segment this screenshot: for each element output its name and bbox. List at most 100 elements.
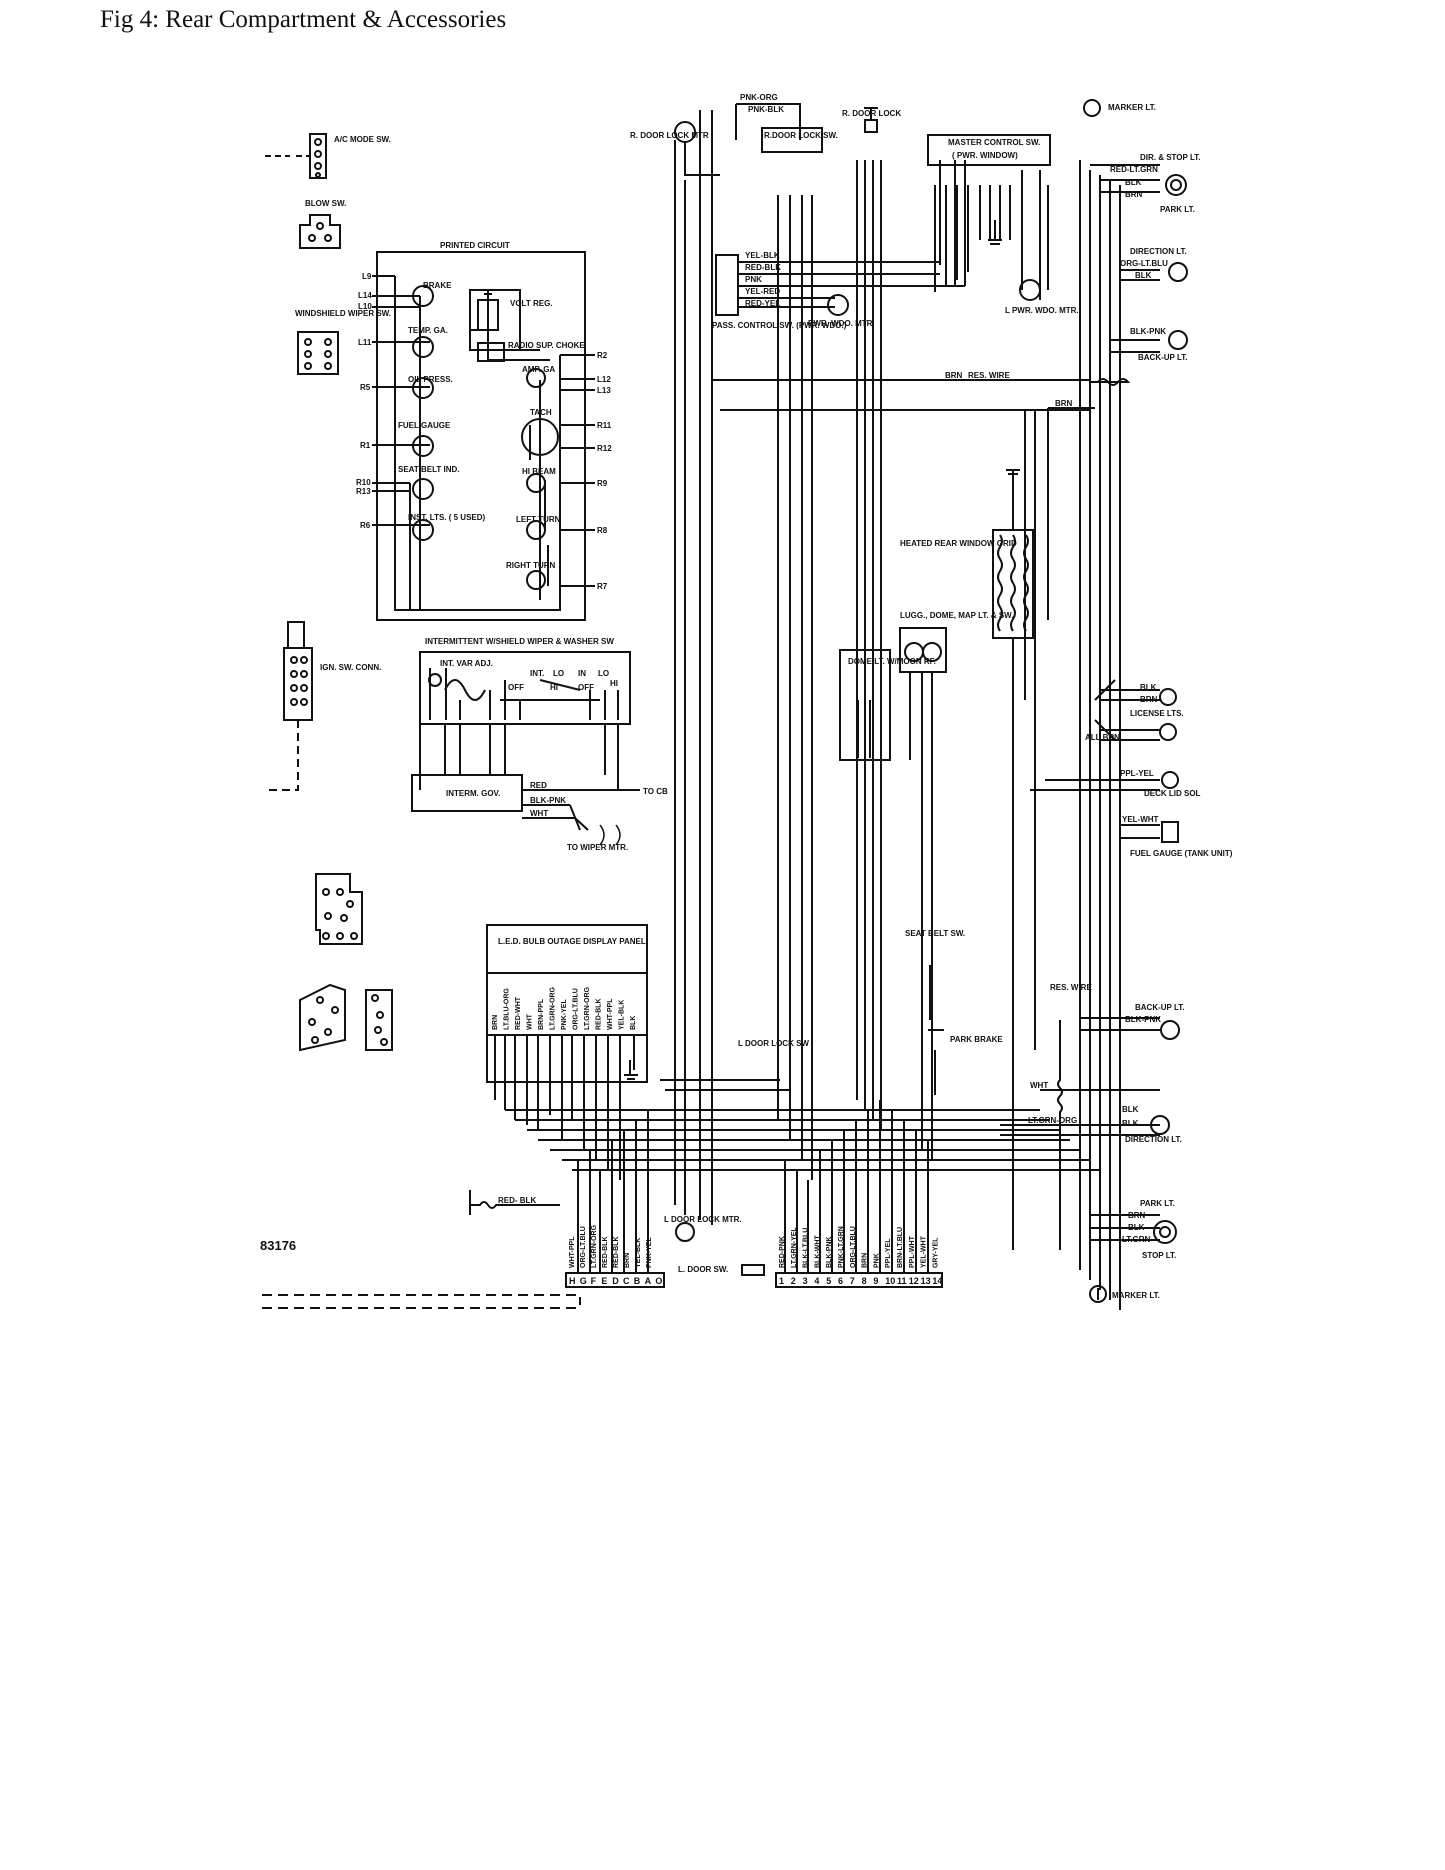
label-interm-gov: INTERM. GOV. xyxy=(446,789,500,798)
wire-yel-red-pass: YEL-RED xyxy=(745,287,780,296)
label-amp-ga: AMP. GA xyxy=(522,365,555,374)
label-to-cb: TO CB xyxy=(643,787,668,796)
label-park-lt-lower: PARK LT. xyxy=(1140,1199,1175,1208)
wire-label: BLK-PNK xyxy=(826,1237,833,1269)
ign-switch-connector xyxy=(265,621,313,791)
blow-switch xyxy=(299,214,341,249)
pin-l13: L13 xyxy=(597,386,611,395)
wire-label: RED-BLK xyxy=(596,999,603,1031)
label-dome-lt: DOME LT. W/MOON RF. xyxy=(848,657,936,666)
label-sw-off2: OFF xyxy=(578,683,594,692)
label-license-lts: LICENSE LTS. xyxy=(1130,709,1184,718)
wire-label: RED-WHT xyxy=(515,996,522,1030)
connector-pin: H xyxy=(569,1276,576,1286)
wire-red-lt-grn-top: RED-LT.GRN xyxy=(1110,165,1158,174)
wire-label: ORG-LT.BLU xyxy=(573,988,580,1030)
wire-label: PPL-WHT xyxy=(909,1235,916,1268)
connector-pin: B xyxy=(634,1276,641,1286)
connector-pin: D xyxy=(612,1276,619,1286)
label-seat-belt-sw: SEAT BELT SW. xyxy=(905,929,965,938)
wire-red-blk-left: RED- BLK xyxy=(498,1196,536,1205)
connector-pin: 10 xyxy=(885,1276,895,1286)
wire-label: BRN-LT.BLU xyxy=(897,1227,904,1268)
wire-label: ORG-LT.BLU xyxy=(580,1226,587,1268)
label-sw-lo: LO xyxy=(553,669,564,678)
wire-blk-dir-lower: BLK xyxy=(1122,1105,1139,1114)
wire-wht-interm: WHT xyxy=(530,809,548,818)
multi-pin-connector-b xyxy=(299,983,393,1052)
connector-pin: 5 xyxy=(826,1276,831,1286)
label-hi-beam: HI BEAM xyxy=(522,467,556,476)
connector-pin: O xyxy=(655,1276,662,1286)
wire-blk-pnk-backup: BLK-PNK xyxy=(1130,327,1166,336)
connector-pin: 1 xyxy=(779,1276,784,1286)
connector-pin: 3 xyxy=(803,1276,808,1286)
wire-label: PNK-LT.GRN xyxy=(838,1226,845,1268)
wire-lt-grn-org-lower: LT.GRN-ORG xyxy=(1028,1116,1077,1125)
label-marker-lt-bottom: MARKER LT. xyxy=(1112,1291,1160,1300)
wire-pnk-pass: PNK xyxy=(745,275,762,284)
label-l-door-lock-sw: L DOOR LOCK SW xyxy=(738,1039,809,1048)
label-pass-control-sw: PASS. CONTROL SW. (PWR. WDO.) xyxy=(712,321,847,330)
main-harness xyxy=(262,103,1160,1310)
label-sw-hi2: HI xyxy=(610,679,618,688)
connector-pin: A xyxy=(645,1276,652,1286)
wire-lt-grn-park: LT.GRN xyxy=(1122,1235,1151,1244)
wire-pnk-blk-top: PNK-BLK xyxy=(748,105,784,114)
wire-brn-park: BRN xyxy=(1128,1211,1146,1220)
label-dir-stop-lt: DIR. & STOP LT. xyxy=(1140,153,1200,162)
connector-pin: 7 xyxy=(850,1276,855,1286)
wire-yel-blk-pass: YEL-BLK xyxy=(745,251,780,260)
connector-pin: 6 xyxy=(838,1276,843,1286)
pin-l14: L14 xyxy=(358,291,372,300)
connector-pin: C xyxy=(623,1276,630,1286)
label-pwr-wdo-mtr: PWR. WDO. MTR. xyxy=(808,319,875,328)
pin-r8: R8 xyxy=(597,526,608,535)
pin-r11: R11 xyxy=(597,421,612,430)
connector-pin: G xyxy=(580,1276,587,1286)
label-windshield-wiper-sw: WINDSHIELD WIPER SW. xyxy=(295,309,391,318)
label-volt-reg: VOLT REG. xyxy=(510,299,553,308)
wire-blk-park: BLK xyxy=(1128,1223,1145,1232)
wire-label: LT.GRN-ORG xyxy=(584,986,591,1030)
wire-wht-lower: WHT xyxy=(1030,1081,1048,1090)
page-title: Fig 4: Rear Compartment & Accessories xyxy=(100,6,507,33)
wire-red-interm: RED xyxy=(530,781,547,790)
wire-label: YEL-BLK xyxy=(619,1000,626,1030)
label-marker-lt-top: MARKER LT. xyxy=(1108,103,1156,112)
wire-red-yel-pass: RED-YEL xyxy=(745,299,780,308)
figure-number: 83176 xyxy=(260,1238,296,1253)
label-l-door-lock-mtr: L DOOR LOCK MTR. xyxy=(664,1215,742,1224)
label-blow-sw: BLOW SW. xyxy=(305,199,346,208)
wire-blk-pnk-interm: BLK-PNK xyxy=(530,796,566,805)
label-sw-int: INT. xyxy=(530,669,544,678)
intermittent-wiper-switch xyxy=(411,651,640,846)
wire-label: RED-BLK xyxy=(602,1237,609,1269)
pin-l9: L9 xyxy=(362,272,372,281)
pin-l11: L11 xyxy=(358,338,372,347)
label-r-door-lock-sw: R.DOOR LOCK SW. xyxy=(764,131,838,140)
wire-label: YEL-WHT xyxy=(921,1235,928,1268)
pin-r9: R9 xyxy=(597,479,608,488)
label-sw-hi: HI xyxy=(550,683,558,692)
wire-blk-pnk-lower: BLK-PNK xyxy=(1125,1015,1161,1024)
wire-label: ORG-LT.BLU xyxy=(850,1226,857,1268)
wire-org-lt-blu: ORG-LT.BLU xyxy=(1120,259,1168,268)
wire-label: LT.GRN-ORG xyxy=(550,986,557,1030)
label-brake: BRAKE xyxy=(423,281,452,290)
connector-pin: F xyxy=(591,1276,597,1286)
wire-label: LT.GRN-YEL xyxy=(791,1227,798,1268)
pin-r1: R1 xyxy=(360,441,371,450)
label-res-wire-top: RES. WIRE xyxy=(968,371,1010,380)
connector-pin: 13 xyxy=(921,1276,931,1286)
pin-r13: R13 xyxy=(356,487,371,496)
pin-r6: R6 xyxy=(360,521,371,530)
label-oil-press: OIL PRESS. xyxy=(408,375,453,384)
label-sw-in: IN xyxy=(578,669,586,678)
wire-label: BLK-LT.BLU xyxy=(803,1228,810,1268)
wire-pnk-org-top: PNK-ORG xyxy=(740,93,778,102)
label-deck-lid-sol: DECK LID SOL xyxy=(1144,789,1201,798)
label-stop-lt: STOP LT. xyxy=(1142,1251,1176,1260)
label-fuel-gauge-tank: FUEL GAUGE (TANK UNIT) xyxy=(1130,849,1233,858)
